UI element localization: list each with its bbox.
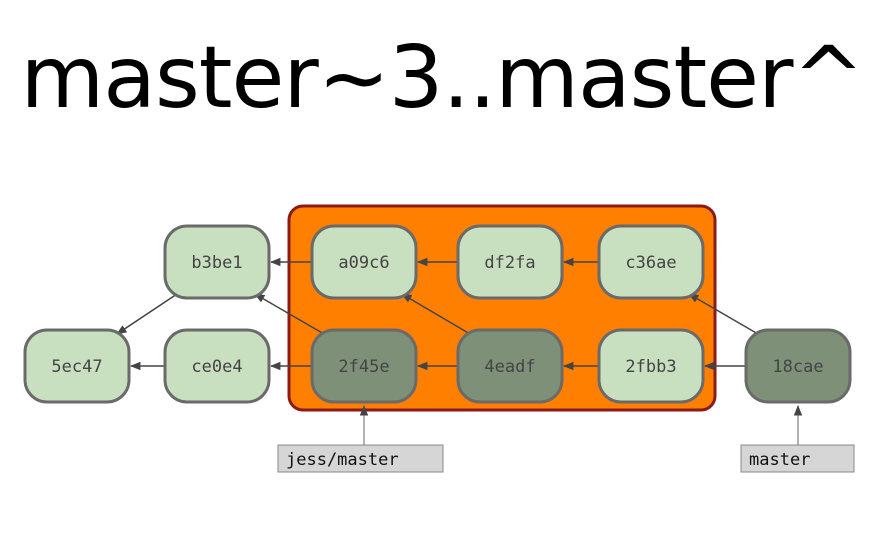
ref-text: jess/master [286,450,399,470]
commit-label: 4eadf [484,357,535,377]
commit-node-5ec47: 5ec47 [23,328,131,404]
ref-box [277,444,444,473]
commit-box [456,224,564,300]
commit-label: c36ae [625,253,676,273]
ref-text: master [749,450,810,470]
commit-label: 5ec47 [51,357,102,377]
commit-label: 18cae [772,357,823,377]
commit-box [310,224,418,300]
commit-box [23,328,131,404]
commit-node-b3be1: b3be1 [163,224,271,300]
commit-label: 2fbb3 [625,357,676,377]
ref-label-jess-master: jess/master [277,404,444,473]
edges-layer [116,257,759,371]
commit-label: ce0e4 [191,357,242,377]
commit-node-a09c6: a09c6 [310,224,418,300]
ref-box [740,444,855,473]
commit-box [597,328,705,404]
commit-node-2f45e: 2f45e [310,328,418,404]
commit-label: df2fa [484,253,535,273]
commit-box [597,224,705,300]
commit-box [456,328,564,404]
commit-box [744,328,852,404]
edge-4eadf-a09c6 [401,293,471,335]
edge-18cae-c36ae [688,293,759,335]
edge-b3be1-5ec47 [116,293,178,335]
commit-box [163,224,271,300]
commit-node-2fbb3: 2fbb3 [597,328,705,404]
commit-label: a09c6 [338,253,389,273]
commit-label: b3be1 [191,253,242,273]
commit-node-df2fa: df2fa [456,224,564,300]
commit-node-ce0e4: ce0e4 [163,328,271,404]
commit-box [163,328,271,404]
commit-label: 2f45e [338,357,389,377]
edge-2f45e-b3be1 [254,293,325,335]
refs-layer: jess/master master [277,404,855,473]
commit-node-4eadf: 4eadf [456,328,564,404]
page-title: master~3..master^ [20,28,864,128]
commit-node-c36ae: c36ae [597,224,705,300]
commits-layer: b3be1 a09c6 df2fa c36ae 5ec47 ce0e4 2f45e 4eadf… [23,224,852,404]
commit-node-18cae: 18cae [744,328,852,404]
ref-label-master: master [740,404,855,473]
commit-box [310,328,418,404]
